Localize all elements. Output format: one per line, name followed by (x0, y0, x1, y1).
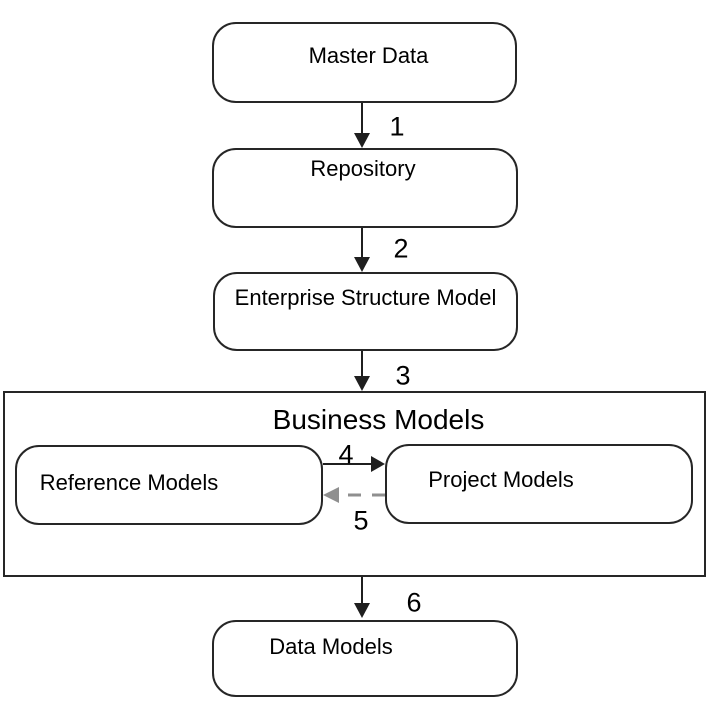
node-label-data-models: Data Models (269, 634, 393, 660)
arrow-head-down-icon (354, 376, 370, 391)
arrow-head-down-icon (354, 257, 370, 272)
node-reference-models: Reference Models (15, 445, 323, 525)
edge-label-6: 6 (406, 587, 422, 618)
edge-label-1: 1 (389, 111, 405, 142)
arrow-head-down-icon (354, 133, 370, 148)
edge-label-5: 5 (353, 505, 369, 536)
edge-label-4: 4 (338, 439, 354, 470)
node-label-master-data: Master Data (308, 43, 429, 69)
group-title-business-models: Business Models (272, 404, 485, 435)
arrow-head-down-icon (354, 603, 370, 618)
node-enterprise-structure-model: Enterprise Structure Model (213, 272, 518, 351)
node-label-repository: Repository (310, 155, 416, 181)
edge-label-2: 2 (393, 233, 409, 264)
arrow-1-master-to-repository (354, 103, 370, 148)
node-label-reference-models: Reference Models (39, 469, 219, 495)
node-project-models: Project Models (385, 444, 693, 524)
node-data-models: Data Models (212, 620, 518, 697)
node-repository: Repository (212, 148, 518, 228)
node-master-data: Master Data (212, 22, 517, 103)
node-label-enterprise-structure-model: Enterprise Structure Model (234, 285, 497, 311)
node-label-project-models: Project Models (428, 466, 574, 492)
arrow-3-enterprise-to-business (354, 351, 370, 391)
edge-label-3: 3 (395, 360, 411, 391)
arrow-2-repository-to-enterprise (354, 228, 370, 272)
arrow-6-business-to-data (354, 577, 370, 618)
